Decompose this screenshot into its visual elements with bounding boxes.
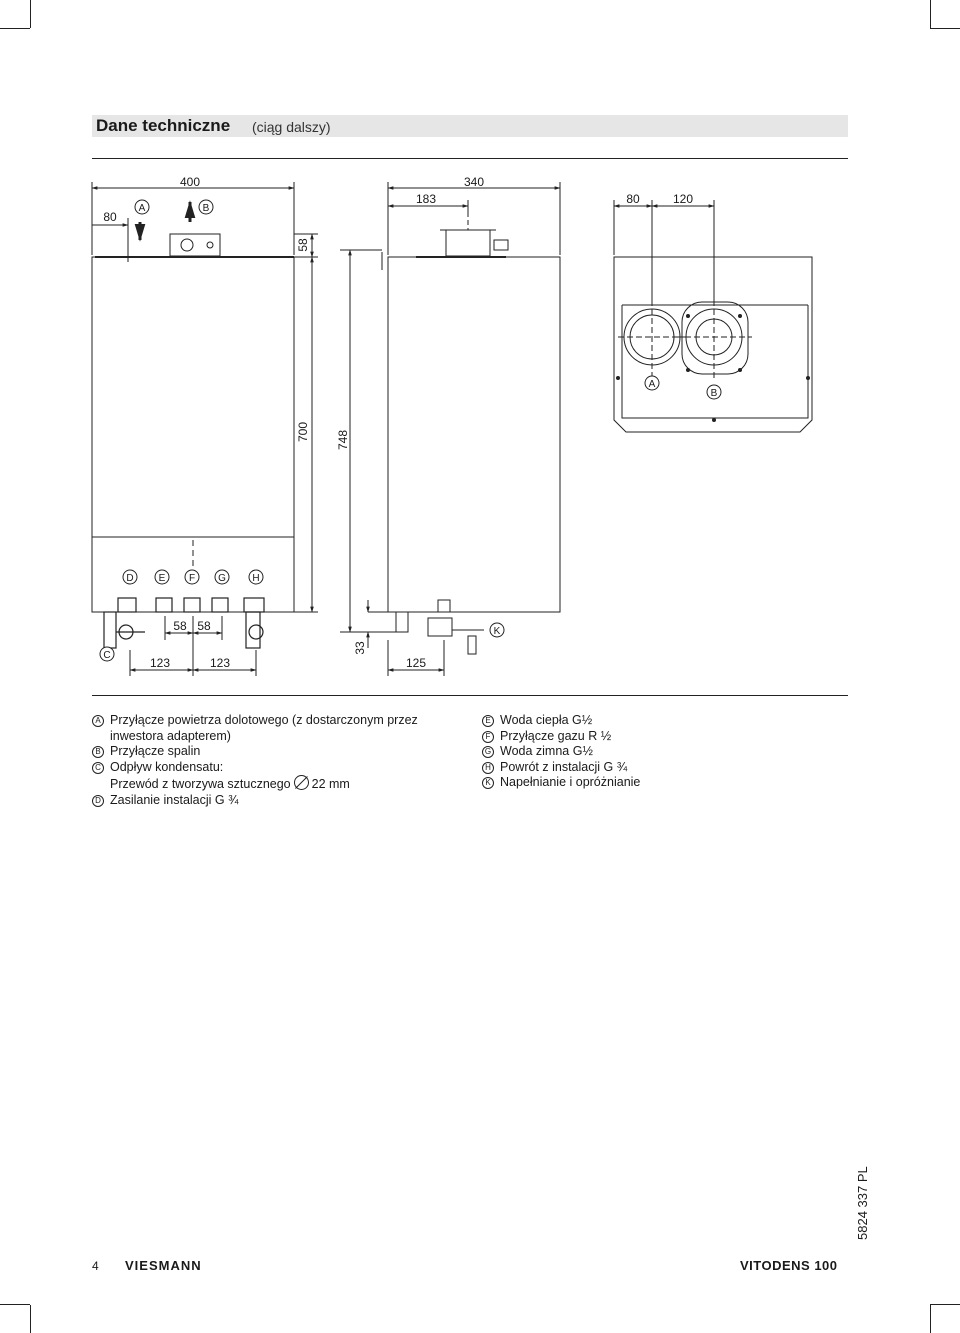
product-name: VITODENS 100 (740, 1258, 838, 1273)
label-a-top: A (649, 379, 656, 390)
crop-mark (0, 28, 30, 29)
label-h: H (252, 573, 259, 584)
technical-drawing: A B D E F G H C K A B 400 80 58 58 123 1… (91, 175, 813, 676)
dim-side-flue: 183 (416, 192, 436, 206)
top-housing (613, 256, 813, 433)
crop-mark (0, 1304, 30, 1305)
page-number: 4 (92, 1259, 99, 1273)
label-c: C (103, 650, 110, 661)
dim-front-width: 400 (180, 175, 200, 189)
legend-key: C (92, 761, 104, 774)
legend-key: D (92, 794, 104, 807)
label-b-top: B (711, 388, 718, 399)
divider-top (92, 158, 848, 159)
dim-top-right: 120 (673, 192, 693, 206)
label-f: F (189, 573, 195, 584)
dim-side-bottom: 125 (406, 656, 426, 670)
dim-side-depth: 340 (464, 175, 484, 189)
legend-key: A (92, 715, 104, 727)
side-housing (387, 256, 561, 613)
dim-conn-spacing-2: 58 (197, 619, 211, 633)
dim-top-left: 80 (626, 192, 640, 206)
crop-mark (930, 28, 960, 29)
legend-key: E (482, 715, 494, 727)
dim-left-offset: 80 (103, 210, 117, 224)
dim-top-height: 58 (296, 238, 310, 252)
dim-conn-right: 123 (210, 656, 230, 670)
legend-key: G (482, 746, 494, 758)
dim-body-height: 700 (296, 422, 310, 442)
crop-mark (30, 1305, 31, 1333)
legend-key: B (92, 746, 104, 758)
dim-conn-spacing-1: 58 (173, 619, 187, 633)
section-subtitle: (ciąg dalszy) (252, 119, 331, 135)
label-e: E (159, 573, 166, 584)
document-code: 5824 337 PL (855, 1166, 870, 1240)
crop-mark (930, 1305, 931, 1333)
dim-total-height: 748 (336, 430, 350, 450)
legend-key: H (482, 761, 494, 774)
section-title: Dane techniczne (96, 116, 231, 135)
label-d: D (126, 573, 133, 584)
diameter-icon (293, 775, 309, 790)
section-header: Dane techniczne (ciąg dalszy) (92, 115, 848, 137)
crop-mark (930, 1304, 960, 1305)
crop-mark (30, 0, 31, 28)
divider-bottom (92, 695, 848, 696)
label-a: A (139, 203, 146, 214)
crop-mark (930, 0, 931, 28)
legend-key: K (482, 777, 494, 789)
legend-key: F (482, 730, 494, 743)
dim-conn-left: 123 (150, 656, 170, 670)
label-k: K (494, 626, 501, 637)
brand-logo: VIESMANN (125, 1258, 202, 1273)
legend-item-cont: inwestora adapterem) (110, 728, 231, 743)
front-housing (91, 256, 295, 613)
label-g: G (218, 573, 226, 584)
dim-bottom-offset: 33 (353, 641, 367, 655)
label-b: B (203, 203, 210, 214)
